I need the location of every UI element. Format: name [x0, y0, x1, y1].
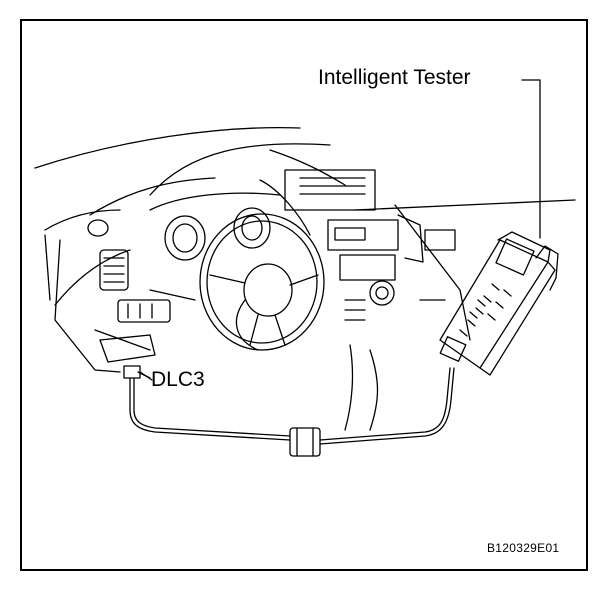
steering-wheel [199, 213, 325, 351]
dash-outline [34, 127, 576, 431]
instrument-cluster [149, 192, 281, 261]
left-vents [87, 219, 171, 363]
figure-frame [20, 19, 588, 571]
intelligent-tester [439, 231, 559, 376]
center-console [284, 169, 456, 321]
dlc3-label: DLC3 [151, 368, 205, 391]
leader-lines [139, 79, 541, 381]
intelligent-tester-label: Intelligent Tester [318, 66, 471, 89]
figure-id: B120329E01 [487, 541, 560, 555]
